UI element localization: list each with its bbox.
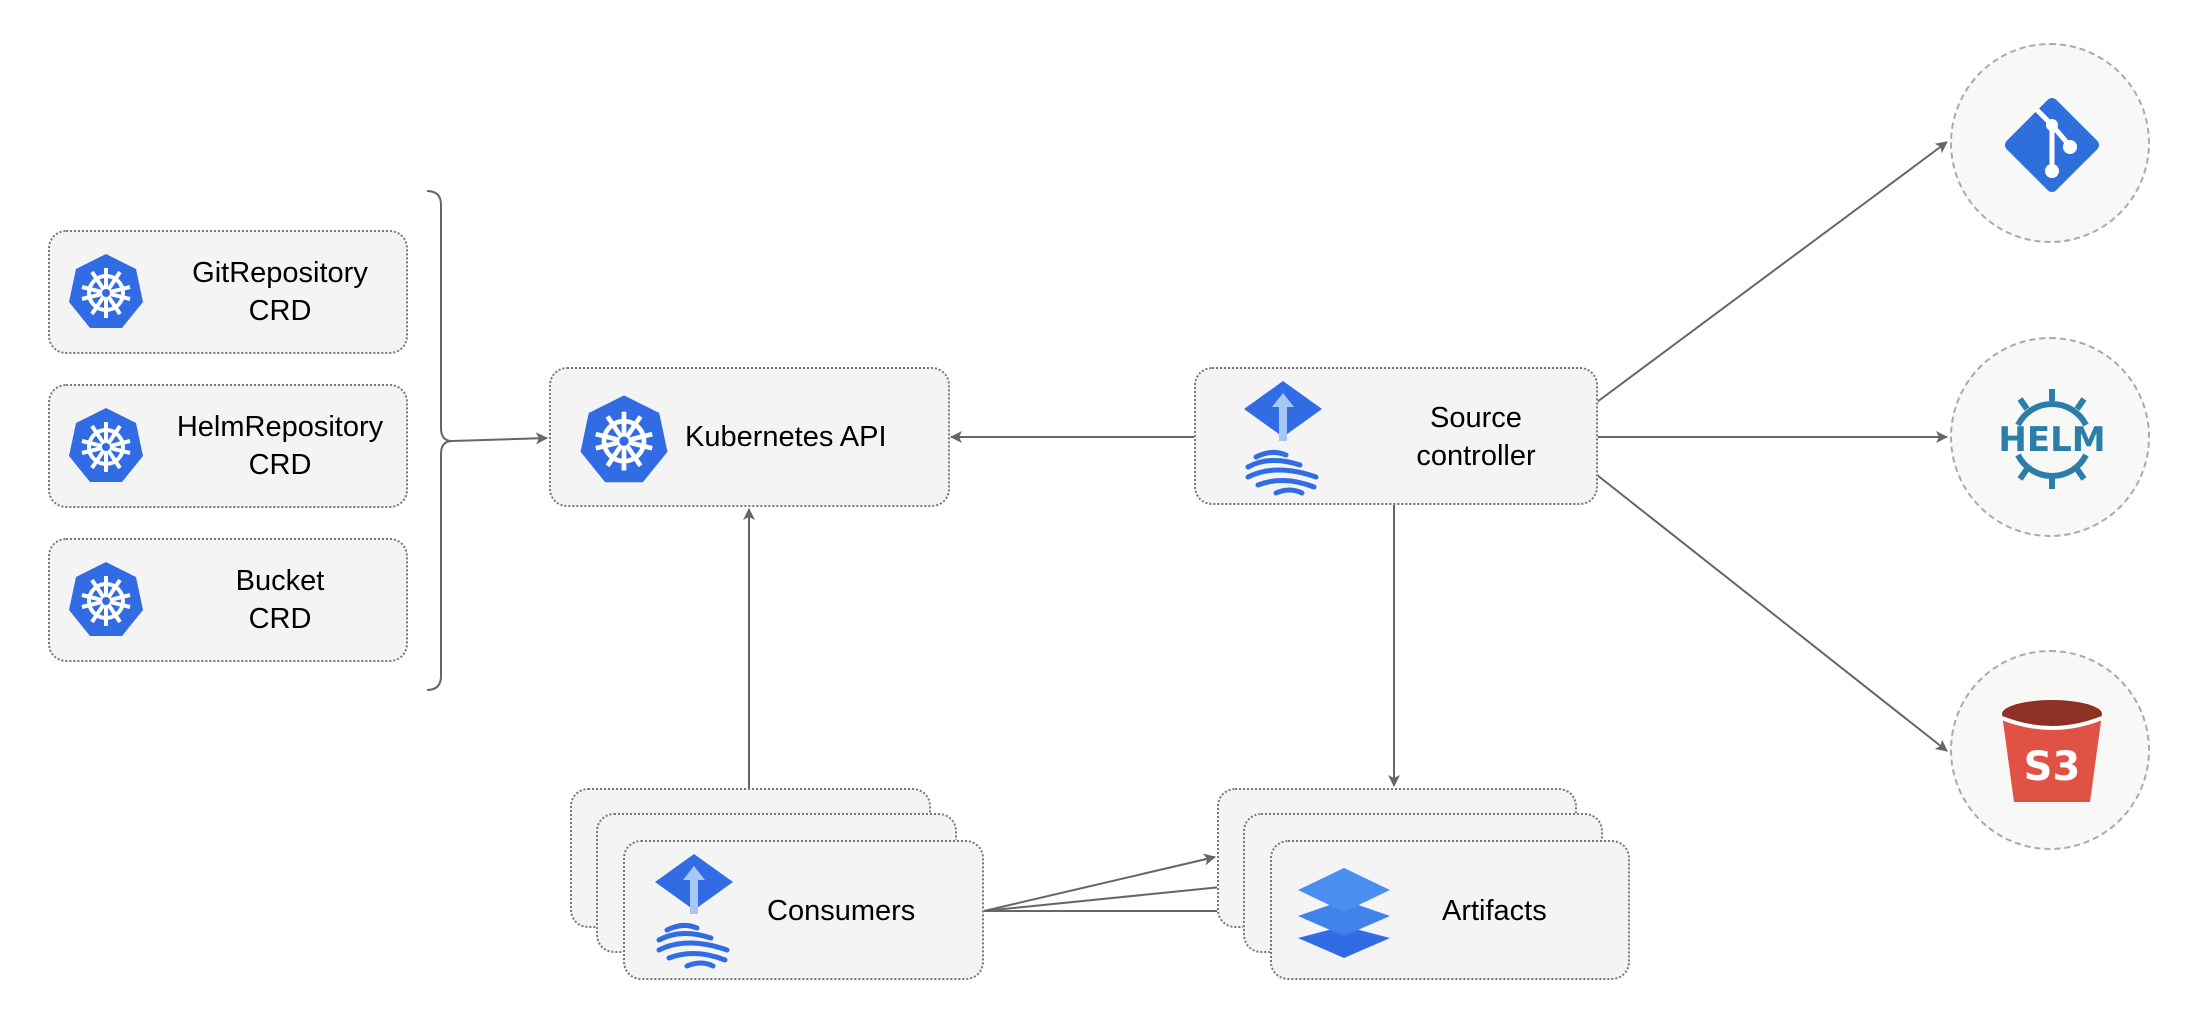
git-icon <box>2004 97 2100 193</box>
kubernetes-api-label: Kubernetes API <box>685 421 887 453</box>
source-controller-node[interactable]: Source controller <box>1194 367 1598 505</box>
artifacts-label: Artifacts <box>1442 895 1547 927</box>
s3-logo-text: S3 <box>2024 744 2081 790</box>
s3-bucket-icon: S3 <box>2001 700 2103 802</box>
arrow-consumers-to-artifacts-1 <box>983 853 1216 912</box>
crd-subtitle: CRD <box>248 603 312 635</box>
source-controller-subtitle: controller <box>1416 440 1536 472</box>
helm-icon: HELM <box>1998 389 2106 489</box>
crd-title: Bucket <box>235 565 325 597</box>
flux-icon <box>655 854 733 969</box>
crd-subtitle: CRD <box>248 295 312 327</box>
crd-title: HelmRepository <box>176 411 384 443</box>
flux-icon <box>1244 381 1322 496</box>
git-source-node[interactable] <box>1950 43 2150 243</box>
arrow-source-controller-to-s3 <box>1596 474 1948 752</box>
layers-icon <box>1298 868 1390 958</box>
kubernetes-icon <box>69 408 143 482</box>
artifacts-node[interactable]: Artifacts <box>1270 840 1630 980</box>
arrow-consumers-to-artifacts-2 <box>983 880 1242 912</box>
consumers-node[interactable]: Consumers <box>623 840 984 980</box>
arrow-source-controller-to-git <box>1596 141 1948 403</box>
kubernetes-api-node[interactable]: Kubernetes API <box>549 367 950 507</box>
crd-title: GitRepository <box>192 257 368 289</box>
arrow-crds-to-kubernetes-api <box>451 432 548 445</box>
consumers-label: Consumers <box>767 895 916 927</box>
kubernetes-icon <box>580 395 668 483</box>
crd-group-brace <box>426 190 453 691</box>
helm-source-node[interactable]: HELM <box>1950 337 2150 537</box>
helm-logo-text: HELM <box>1998 420 2105 460</box>
s3-source-node[interactable]: S3 <box>1950 650 2150 850</box>
crd-subtitle: CRD <box>248 449 312 481</box>
source-controller-title: Source <box>1430 402 1522 434</box>
kubernetes-icon <box>69 254 143 328</box>
kubernetes-icon <box>69 562 143 636</box>
